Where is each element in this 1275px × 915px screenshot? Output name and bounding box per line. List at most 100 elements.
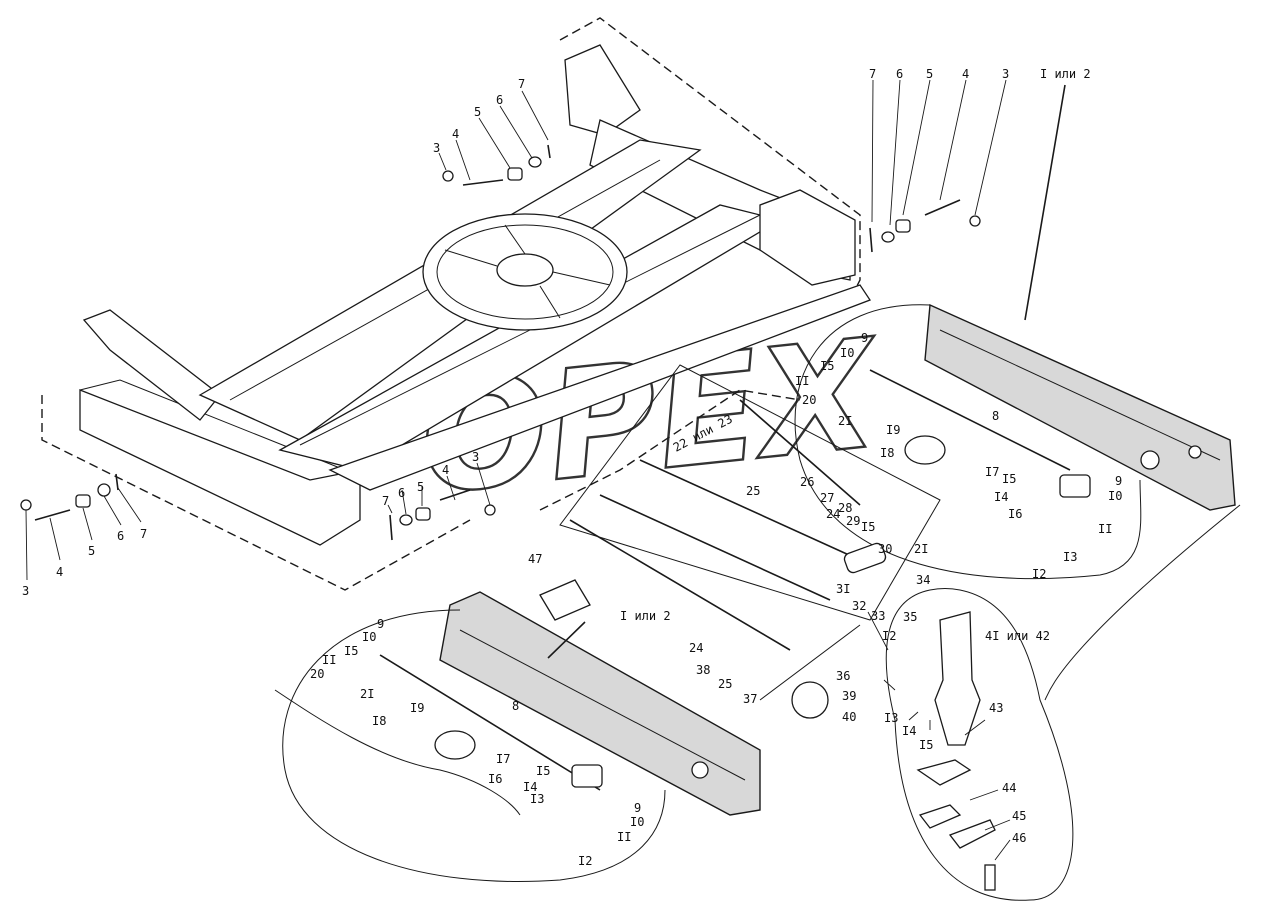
- callout-label: 47: [528, 552, 542, 566]
- callout-label: 4: [452, 127, 459, 141]
- callout-label: 5: [474, 105, 481, 119]
- callout-label: 3I: [836, 582, 850, 596]
- callout-label: 20: [310, 667, 324, 681]
- callout-label: I0: [362, 630, 376, 644]
- callout-label: I3: [530, 792, 544, 806]
- spring-assembly-middle: [439, 591, 761, 816]
- callout-label: 36: [836, 669, 850, 683]
- bolt-group-top-right: [869, 199, 981, 253]
- callout-label: 43: [989, 701, 1003, 715]
- callout-label: 4: [962, 67, 969, 81]
- callout-label: 38: [696, 663, 710, 677]
- callout-label: 39: [842, 689, 856, 703]
- bolt-group-center: [389, 489, 496, 541]
- callout-label: 3: [433, 141, 440, 155]
- callout-label: 6: [117, 529, 124, 543]
- callout-label: I7: [496, 752, 510, 766]
- callout-label: I7: [985, 465, 999, 479]
- callout-label: 3: [472, 450, 479, 464]
- callout-label: 25: [718, 677, 732, 691]
- callout-label: I5: [344, 644, 358, 658]
- callout-label: I4: [902, 724, 916, 738]
- callout-label: I9: [410, 701, 424, 715]
- callout-label: 2I: [360, 687, 374, 701]
- callout-label: 7: [140, 527, 147, 541]
- callout-label: 20: [802, 393, 816, 407]
- callout-label: II: [795, 374, 809, 388]
- callout-label: 9: [634, 801, 641, 815]
- callout-label: 6: [496, 93, 503, 107]
- callout-label: 34: [916, 573, 930, 587]
- callout-label: I6: [488, 772, 502, 786]
- callout-label: I3: [884, 711, 898, 725]
- bolt-group-left: [20, 473, 119, 521]
- callout-label: 45: [1012, 809, 1026, 823]
- main-frame: [41, 17, 871, 591]
- callout-label: 5: [417, 480, 424, 494]
- callout-label: I0: [840, 346, 854, 360]
- callout-label: I8: [372, 714, 386, 728]
- callout-label: I2: [882, 629, 896, 643]
- callout-label: 5: [926, 67, 933, 81]
- callout-label: 7: [869, 67, 876, 81]
- center-linkage-assembly: [539, 364, 941, 719]
- callout-label: 46: [1012, 831, 1026, 845]
- callout-label: 9: [377, 617, 384, 631]
- callout-label: I5: [919, 738, 933, 752]
- callout-label: 8: [512, 699, 519, 713]
- callout-label: II: [617, 830, 631, 844]
- callout-label: 40: [842, 710, 856, 724]
- callout-label: II: [322, 653, 336, 667]
- callout-label: I5: [536, 764, 550, 778]
- callout-label: 24: [689, 641, 703, 655]
- callout-label: 9: [1115, 474, 1122, 488]
- callout-label: II: [1098, 522, 1112, 536]
- callout-label: 6: [896, 67, 903, 81]
- callout-labels: 3 4 5 6 7 7 6 5 4 3 I или 2 3 4 5 6 7 7 …: [22, 67, 1122, 868]
- callout-label: 4: [442, 463, 449, 477]
- detail-circle-right: [794, 304, 1142, 580]
- callout-label: 8: [992, 409, 999, 423]
- callout-label: I5: [861, 520, 875, 534]
- callout-label: I2: [1032, 567, 1046, 581]
- callout-label: 30: [878, 542, 892, 556]
- callout-label: 7: [518, 77, 525, 91]
- callout-label: 5: [88, 544, 95, 558]
- bolt-group-top-left: [442, 144, 551, 186]
- callout-label: 3: [1002, 67, 1009, 81]
- callout-label: I3: [1063, 550, 1077, 564]
- group-label-top-right: I или 2: [1040, 67, 1091, 81]
- callout-label: 26: [800, 475, 814, 489]
- group-label-shock: 4I или 42: [985, 629, 1050, 643]
- callout-label: I8: [880, 446, 894, 460]
- callout-label: I9: [886, 423, 900, 437]
- callout-label: 44: [1002, 781, 1016, 795]
- callout-label: 37: [743, 692, 757, 706]
- callout-label: 24: [826, 507, 840, 521]
- callout-label: 9: [861, 331, 868, 345]
- callout-label: I4: [994, 490, 1008, 504]
- callout-label: I5: [1002, 472, 1016, 486]
- callout-label: 28: [838, 501, 852, 515]
- callout-label: 29: [846, 514, 860, 528]
- callout-label: I5: [820, 359, 834, 373]
- callout-label: I0: [1108, 489, 1122, 503]
- callout-label: I4: [523, 780, 537, 794]
- callout-label: I2: [578, 854, 592, 868]
- callout-label: 3: [22, 584, 29, 598]
- callout-label: 25: [746, 484, 760, 498]
- callout-label: 33: [871, 609, 885, 623]
- group-label-middle: I или 2: [620, 609, 671, 623]
- callout-label: 27: [820, 491, 834, 505]
- detail-circle-shock: [885, 504, 1241, 901]
- callout-label: 4: [56, 565, 63, 579]
- leader-lines: [25, 79, 1011, 861]
- callout-label: 2I: [914, 542, 928, 556]
- callout-label: 35: [903, 610, 917, 624]
- spring-assembly-right: [924, 84, 1236, 511]
- callout-label: 7: [382, 494, 389, 508]
- callout-label: 6: [398, 486, 405, 500]
- callout-label: I6: [1008, 507, 1022, 521]
- callout-label: 32: [852, 599, 866, 613]
